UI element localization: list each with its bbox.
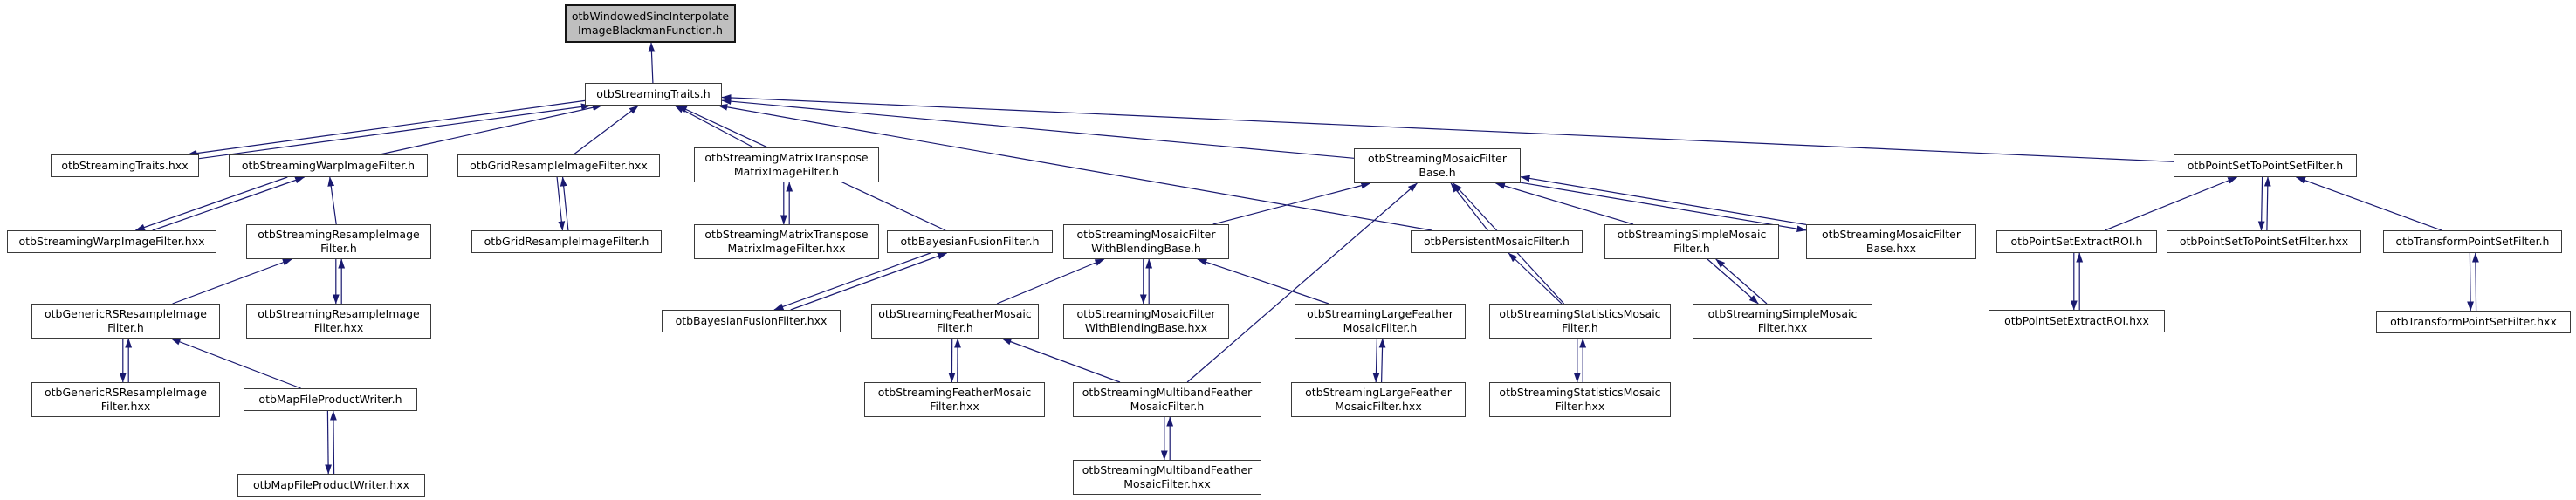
graph-node-grid-resample-h[interactable]: otbGridResampleImageFilter.h [471,230,662,253]
edge-blending-base-h-to-mosaic-base-h [1212,182,1371,225]
edge-large-feather-h-to-blending-base-h [1197,258,1329,305]
graph-node-mapfile-writer-h[interactable]: otbMapFileProductWriter.h [244,388,417,411]
graph-node-grid-resample-hxx[interactable]: otbGridResampleImageFilter.hxx [457,154,660,177]
graph-node-stats-mosaic-h[interactable]: otbStreamingStatisticsMosaic Filter.h [1489,304,1671,339]
edge-streaming-traits-h-to-streaming-traits-hxx [187,99,586,157]
edge-persistent-mosaic-h-to-streaming-traits-h [718,103,1432,231]
edge-persistent-mosaic-h-to-mosaic-base-h [1450,182,1488,231]
edge-streaming-traits-hxx-to-streaming-traits-h [198,103,591,160]
graph-node-bayesian-fusion-h[interactable]: otbBayesianFusionFilter.h [887,230,1053,253]
graph-node-feather-mosaic-hxx[interactable]: otbStreamingFeatherMosaic Filter.hxx [864,382,1045,417]
graph-node-large-feather-h[interactable]: otbStreamingLargeFeather MosaicFilter.h [1295,304,1466,339]
graph-node-generic-rs-resample-hxx[interactable]: otbGenericRSResampleImage Filter.hxx [31,382,220,417]
edge-mosaic-base-h-to-mosaic-base-hxx [1520,182,1807,233]
graph-node-pointset-to-pointset-h[interactable]: otbPointSetToPointSetFilter.h [2174,154,2357,177]
edge-large-feather-hxx-to-large-feather-h [1378,338,1386,383]
graph-node-streaming-traits-hxx[interactable]: otbStreamingTraits.hxx [51,154,199,177]
edge-bayesian-fusion-hxx-to-bayesian-fusion-h [790,252,948,311]
edge-generic-rs-resample-h-to-streaming-resample-h [172,258,292,305]
graph-node-streaming-warp-h[interactable]: otbStreamingWarpImageFilter.h [229,154,428,177]
graph-node-large-feather-hxx[interactable]: otbStreamingLargeFeather MosaicFilter.hx… [1291,382,1466,417]
edge-pointset-extract-roi-h-to-pointset-to-pointset-h [2105,176,2238,231]
graph-node-transform-pointset-hxx[interactable]: otbTransformPointSetFilter.hxx [2376,311,2571,333]
graph-node-matrix-transpose-hxx[interactable]: otbStreamingMatrixTranspose MatrixImageF… [694,224,879,259]
edge-pointset-to-pointset-hxx-to-pointset-to-pointset-h [2263,176,2271,231]
graph-node-persistent-mosaic-h[interactable]: otbPersistentMosaicFilter.h [1411,230,1583,253]
graph-node-simple-mosaic-hxx[interactable]: otbStreamingSimpleMosaic Filter.hxx [1693,304,1872,339]
edge-streaming-warp-h-to-streaming-traits-h [379,104,602,155]
graph-node-streaming-traits-h[interactable]: otbStreamingTraits.h [585,83,722,106]
edge-grid-resample-hxx-to-streaming-traits-h [573,105,639,155]
graph-node-matrix-transpose-h[interactable]: otbStreamingMatrixTranspose MatrixImageF… [694,147,879,182]
edge-mosaic-base-h-to-streaming-traits-h [721,98,1355,159]
edge-matrix-transpose-h-to-streaming-traits-h [674,105,754,148]
graph-node-pointset-to-pointset-hxx[interactable]: otbPointSetToPointSetFilter.hxx [2167,230,2361,253]
edge-grid-resample-h-to-grid-resample-hxx [560,176,569,231]
edge-mapfile-writer-hxx-to-mapfile-writer-h [330,410,337,475]
edge-simple-mosaic-h-to-simple-mosaic-hxx [1707,258,1759,305]
graph-node-mapfile-writer-hxx[interactable]: otbMapFileProductWriter.hxx [237,474,425,497]
edge-simple-mosaic-h-to-mosaic-base-h [1495,182,1634,225]
edge-streaming-warp-h-to-streaming-warp-hxx [134,176,288,231]
graph-node-streaming-resample-hxx[interactable]: otbStreamingResampleImage Filter.hxx [246,304,431,339]
graph-node-streaming-warp-hxx[interactable]: otbStreamingWarpImageFilter.hxx [7,230,216,253]
edge-grid-resample-hxx-to-grid-resample-h [556,176,566,231]
edge-mapfile-writer-h-to-mapfile-writer-hxx [325,410,332,475]
edge-feather-mosaic-h-to-blending-base-h [996,258,1105,305]
graph-node-pointset-extract-roi-h[interactable]: otbPointSetExtractROI.h [1996,230,2157,253]
edge-streaming-warp-hxx-to-streaming-warp-h [152,176,306,231]
edge-large-feather-h-to-large-feather-hxx [1372,338,1380,383]
graph-node-feather-mosaic-h[interactable]: otbStreamingFeatherMosaic Filter.h [871,304,1039,339]
edge-pointset-to-pointset-h-to-streaming-traits-h [721,94,2174,162]
edge-mapfile-writer-h-to-generic-rs-resample-h [170,338,301,389]
edge-multiband-feather-h-to-feather-mosaic-h [1001,338,1121,383]
graph-node-blending-base-h[interactable]: otbStreamingMosaicFilter WithBlendingBas… [1063,224,1229,259]
edge-multiband-feather-h-to-mosaic-base-h [1186,182,1418,383]
edge-streaming-resample-h-to-streaming-warp-h [327,176,337,225]
graph-node-generic-rs-resample-h[interactable]: otbGenericRSResampleImage Filter.h [31,304,220,339]
graph-node-simple-mosaic-h[interactable]: otbStreamingSimpleMosaic Filter.h [1604,224,1779,259]
edge-mosaic-base-hxx-to-mosaic-base-h [1520,175,1807,225]
edge-simple-mosaic-hxx-to-simple-mosaic-h [1715,258,1768,305]
edge-streaming-traits-h-to-windowed-sinc-root [648,42,656,84]
graph-node-windowed-sinc-root: otbWindowedSincInterpolate ImageBlackman… [565,4,736,43]
graph-node-multiband-feather-hxx[interactable]: otbStreamingMultibandFeather MosaicFilte… [1073,460,1261,495]
graph-node-mosaic-base-hxx[interactable]: otbStreamingMosaicFilter Base.hxx [1806,224,1976,259]
graph-node-pointset-extract-roi-hxx[interactable]: otbPointSetExtractROI.hxx [1989,310,2165,332]
edge-transform-pointset-h-to-pointset-to-pointset-h [2296,176,2442,231]
graph-node-blending-base-hxx[interactable]: otbStreamingMosaicFilter WithBlendingBas… [1063,304,1229,339]
graph-node-mosaic-base-h[interactable]: otbStreamingMosaicFilter Base.h [1354,148,1521,183]
graph-node-transform-pointset-h[interactable]: otbTransformPointSetFilter.h [2383,230,2562,253]
edge-bayesian-fusion-h-to-bayesian-fusion-hxx [773,252,931,311]
graph-node-multiband-feather-h[interactable]: otbStreamingMultibandFeather MosaicFilte… [1073,382,1261,417]
graph-node-streaming-resample-h[interactable]: otbStreamingResampleImage Filter.h [246,224,431,259]
edge-pointset-to-pointset-h-to-pointset-to-pointset-hxx [2257,176,2265,231]
graph-node-stats-mosaic-hxx[interactable]: otbStreamingStatisticsMosaic Filter.hxx [1489,382,1671,417]
edge-stats-mosaic-h-to-persistent-mosaic-h [1508,252,1563,305]
graph-node-bayesian-fusion-hxx[interactable]: otbBayesianFusionFilter.hxx [662,310,841,332]
